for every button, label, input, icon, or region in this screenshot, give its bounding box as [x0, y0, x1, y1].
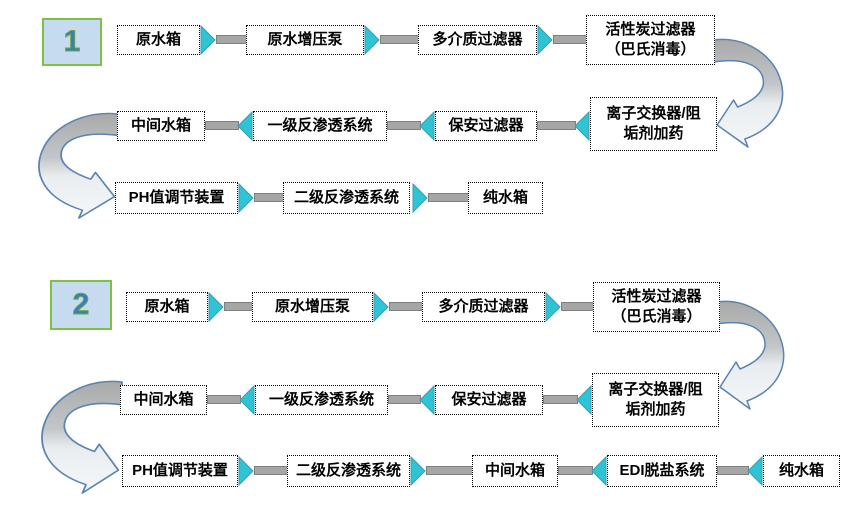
connector-bar: [380, 35, 420, 44]
arrowhead-right-icon: [364, 25, 380, 55]
arrowhead-right-icon: [373, 292, 389, 322]
arrowhead-right-icon: [537, 25, 553, 55]
flow-badge: 1: [42, 18, 102, 66]
connector-bar: [543, 395, 578, 404]
arrowhead-right-icon: [545, 292, 561, 322]
curved-arrow-down-icon: [38, 112, 119, 219]
node-multimedia-filter: 多介质过滤器: [422, 292, 545, 322]
node-ph-adjustment-device: PH值调节装置: [115, 182, 238, 214]
arrowhead-left-icon: [747, 456, 763, 486]
node-label: 原水箱: [144, 298, 190, 316]
node-multimedia-filter: 多介质过滤器: [418, 25, 537, 55]
connector-bar: [387, 121, 421, 130]
node-activated-carbon-filter: 活性炭过滤器 （巴氏消毒）: [586, 15, 715, 65]
arrowhead-left-icon: [419, 111, 435, 141]
arrowhead-left-icon: [419, 385, 435, 415]
curved-arrow-down-icon: [716, 300, 785, 410]
connector-bar: [537, 121, 576, 130]
node-label: （巴氏消毒）: [605, 41, 696, 58]
node-ion-exchanger-scale-inhibitor: 离子交换器/阻 垢剂加药: [590, 97, 717, 151]
node-intermediate-water-tank: 中间水箱: [117, 111, 205, 141]
node-raw-water-tank: 原水箱: [126, 292, 208, 322]
arrowhead-left-icon: [574, 111, 590, 141]
node-pure-water-tank: 纯水箱: [468, 182, 543, 214]
arrowhead-left-icon: [591, 456, 607, 486]
arrowhead-left-icon: [576, 385, 592, 415]
node-label: 纯水箱: [778, 462, 824, 480]
connector-bar: [207, 395, 241, 404]
node-ph-adjustment-device: PH值调节装置: [122, 455, 238, 487]
node-label: 活性炭过滤器: [605, 21, 696, 39]
connector-bar: [558, 466, 593, 475]
node-edi-desalting-system: EDI脱盐系统: [607, 455, 717, 487]
node-label: 纯水箱: [482, 189, 528, 207]
node-label: 原水增压泵: [267, 31, 343, 49]
node-second-stage-ro-system: 二级反渗透系统: [283, 182, 410, 214]
connector-bar: [428, 193, 470, 202]
node-label: 原水箱: [135, 31, 181, 49]
node-first-stage-ro-system: 一级反渗透系统: [253, 111, 387, 141]
node-label: 一级反渗透系统: [268, 391, 374, 409]
node-second-stage-ro-system: 二级反渗透系统: [287, 455, 410, 487]
node-label: 中间水箱: [130, 117, 191, 135]
curved-arrow-down-icon: [713, 38, 784, 148]
node-label: 多介质过滤器: [438, 298, 529, 316]
node-label: 二级反渗透系统: [293, 189, 399, 207]
node-label: 离子交换器/阻: [606, 105, 701, 123]
node-label: PH值调节装置: [128, 189, 225, 207]
connector-bar: [553, 35, 588, 44]
node-label: 保安过滤器: [448, 117, 524, 135]
node-label: 中间水箱: [484, 462, 545, 480]
connector-bar: [254, 466, 289, 475]
curved-arrow-down-icon: [41, 380, 123, 494]
node-label: （巴氏消毒）: [611, 308, 702, 325]
node-label: PH值调节装置: [132, 462, 228, 480]
arrowhead-right-icon: [200, 25, 216, 55]
arrowhead-left-icon: [237, 111, 253, 141]
node-activated-carbon-filter: 活性炭过滤器 （巴氏消毒）: [593, 282, 720, 332]
node-label: 一级反渗透系统: [267, 117, 373, 135]
flow-badge: 2: [50, 280, 112, 330]
connector-bar: [254, 193, 285, 202]
node-security-filter: 保安过滤器: [435, 111, 537, 141]
node-intermediate-water-tank: 中间水箱: [472, 455, 558, 487]
node-raw-water-tank: 原水箱: [117, 25, 200, 55]
connector-bar: [224, 302, 254, 311]
connector-bar: [426, 466, 474, 475]
arrowhead-right-icon: [208, 292, 224, 322]
flow-badge-number: 2: [72, 288, 90, 322]
node-label: EDI脱盐系统: [619, 462, 705, 480]
arrowhead-right-icon: [410, 456, 426, 486]
node-intermediate-water-tank: 中间水箱: [120, 385, 207, 415]
node-pure-water-tank: 纯水箱: [763, 455, 840, 487]
node-label: 离子交换器/阻: [608, 381, 703, 399]
connector-bar: [389, 302, 424, 311]
node-label: 垢剂加药: [625, 401, 686, 418]
connector-bar: [205, 121, 239, 130]
node-booster-pump: 原水增压泵: [252, 292, 373, 322]
connector-bar: [717, 466, 749, 475]
node-booster-pump: 原水增压泵: [246, 25, 364, 55]
connector-bar: [216, 35, 248, 44]
node-security-filter: 保安过滤器: [435, 385, 543, 415]
arrowhead-right-icon: [238, 183, 254, 213]
node-label: 中间水箱: [133, 391, 194, 409]
node-ion-exchanger-scale-inhibitor: 离子交换器/阻 垢剂加药: [592, 373, 719, 427]
node-label: 垢剂加药: [623, 125, 684, 142]
arrowhead-right-icon: [238, 456, 254, 486]
node-label: 活性炭过滤器: [611, 288, 702, 306]
arrowhead-left-icon: [239, 385, 255, 415]
node-first-stage-ro-system: 一级反渗透系统: [255, 385, 388, 415]
node-label: 二级反渗透系统: [295, 462, 401, 480]
node-label: 原水增压泵: [274, 298, 350, 316]
node-label: 多介质过滤器: [432, 31, 523, 49]
flow-badge-number: 1: [63, 25, 81, 59]
arrowhead-right-icon: [412, 183, 428, 213]
node-label: 保安过滤器: [451, 391, 527, 409]
connector-bar: [561, 302, 595, 311]
connector-bar: [388, 395, 421, 404]
